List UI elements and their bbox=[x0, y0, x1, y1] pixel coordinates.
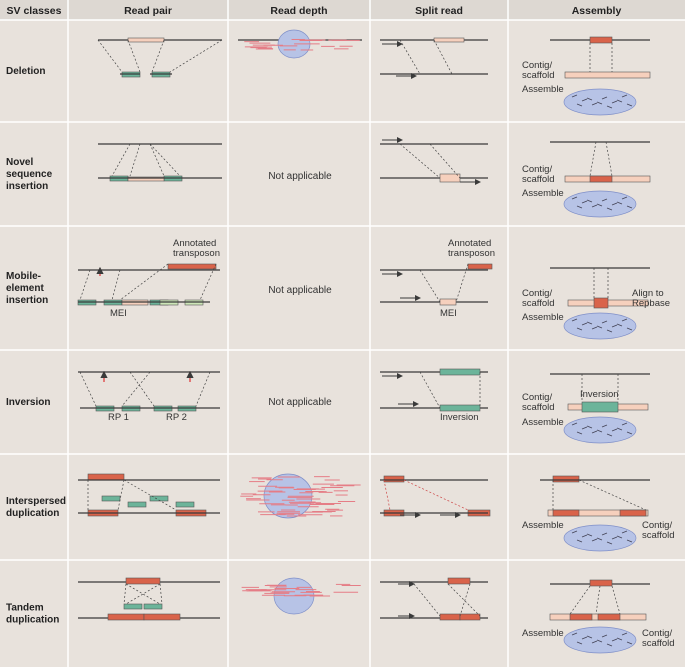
read bbox=[144, 604, 162, 609]
duplicated-segment bbox=[620, 510, 646, 516]
deleted-region bbox=[128, 38, 164, 42]
read bbox=[176, 502, 194, 507]
assembly-graph bbox=[564, 89, 636, 115]
read bbox=[124, 604, 142, 609]
align-repbase-label: Repbase bbox=[632, 298, 670, 309]
contig-label: scaffold bbox=[522, 298, 555, 309]
row-label: insertion bbox=[6, 181, 48, 192]
read bbox=[128, 502, 146, 507]
not-applicable-label: Not applicable bbox=[268, 285, 332, 296]
annotated-transposon-label: transposon bbox=[173, 248, 220, 259]
mei-label: MEI bbox=[440, 308, 457, 319]
read bbox=[102, 496, 120, 501]
variant-segment bbox=[590, 176, 612, 182]
column-header: Read depth bbox=[270, 5, 327, 17]
inversion-label: Inversion bbox=[580, 389, 619, 400]
annotated-transposon-label: transposon bbox=[448, 248, 495, 259]
contig-label: scaffold bbox=[642, 530, 675, 541]
inverted-segment bbox=[582, 402, 618, 412]
assembly-graph bbox=[564, 313, 636, 339]
assemble-label: Assemble bbox=[522, 628, 564, 639]
assemble-label: Assemble bbox=[522, 84, 564, 95]
row-label: Tandem bbox=[6, 603, 44, 614]
assemble-label: Assemble bbox=[522, 520, 564, 531]
row-label: Inversion bbox=[6, 397, 50, 408]
duplicated-segment bbox=[440, 614, 460, 620]
row-label: Interspersed bbox=[6, 496, 66, 507]
duplicated-segment bbox=[598, 614, 620, 620]
inverted-segment bbox=[440, 369, 480, 375]
duplicated-segment bbox=[88, 474, 124, 480]
assembly-graph bbox=[564, 627, 636, 653]
mei-segment bbox=[440, 299, 456, 305]
not-applicable-label: Not applicable bbox=[268, 397, 332, 408]
variant-segment bbox=[590, 37, 612, 43]
row-label: Novel bbox=[6, 157, 33, 168]
duplicated-segment bbox=[553, 476, 579, 482]
row-label: element bbox=[6, 283, 44, 294]
not-applicable-label: Not applicable bbox=[268, 171, 332, 182]
row-label: duplication bbox=[6, 615, 59, 626]
duplicated-segment bbox=[108, 614, 144, 620]
inserted-segment bbox=[440, 174, 460, 182]
contig bbox=[565, 72, 650, 78]
row-label: insertion bbox=[6, 295, 48, 306]
transposon bbox=[168, 264, 216, 269]
assemble-label: Assemble bbox=[522, 188, 564, 199]
row-label: Mobile- bbox=[6, 271, 41, 282]
assemble-label: Assemble bbox=[522, 417, 564, 428]
deleted-region bbox=[434, 38, 464, 42]
duplicated-segment bbox=[448, 578, 470, 584]
mei-segment bbox=[594, 298, 608, 308]
duplicated-segment bbox=[144, 614, 180, 620]
contig-label: scaffold bbox=[522, 402, 555, 413]
duplicated-segment bbox=[126, 578, 160, 584]
duplicated-segment bbox=[553, 510, 579, 516]
contig-label: scaffold bbox=[522, 174, 555, 185]
row-label: sequence bbox=[6, 169, 53, 180]
rp1-label: RP 1 bbox=[108, 412, 129, 423]
transposon bbox=[468, 264, 492, 269]
column-header: SV classes bbox=[7, 5, 62, 17]
duplicated-segment bbox=[460, 614, 480, 620]
inversion-label: Inversion bbox=[440, 412, 479, 423]
contig-label: scaffold bbox=[522, 70, 555, 81]
duplicated-segment bbox=[384, 476, 404, 482]
rp2-label: RP 2 bbox=[166, 412, 187, 423]
column-header: Assembly bbox=[572, 5, 622, 17]
assemble-label: Assemble bbox=[522, 312, 564, 323]
mei-label: MEI bbox=[110, 308, 127, 319]
row-label: duplication bbox=[6, 508, 59, 519]
column-header: Read pair bbox=[124, 5, 172, 17]
column-header: Split read bbox=[415, 5, 463, 17]
inverted-segment bbox=[440, 405, 480, 411]
assembly-graph bbox=[564, 191, 636, 217]
assembly-graph bbox=[564, 417, 636, 443]
contig-label: scaffold bbox=[642, 638, 675, 649]
assembly-graph bbox=[564, 525, 636, 551]
row-label: Deletion bbox=[6, 66, 45, 77]
duplicated-segment bbox=[570, 614, 592, 620]
duplicated-segment bbox=[590, 580, 612, 586]
